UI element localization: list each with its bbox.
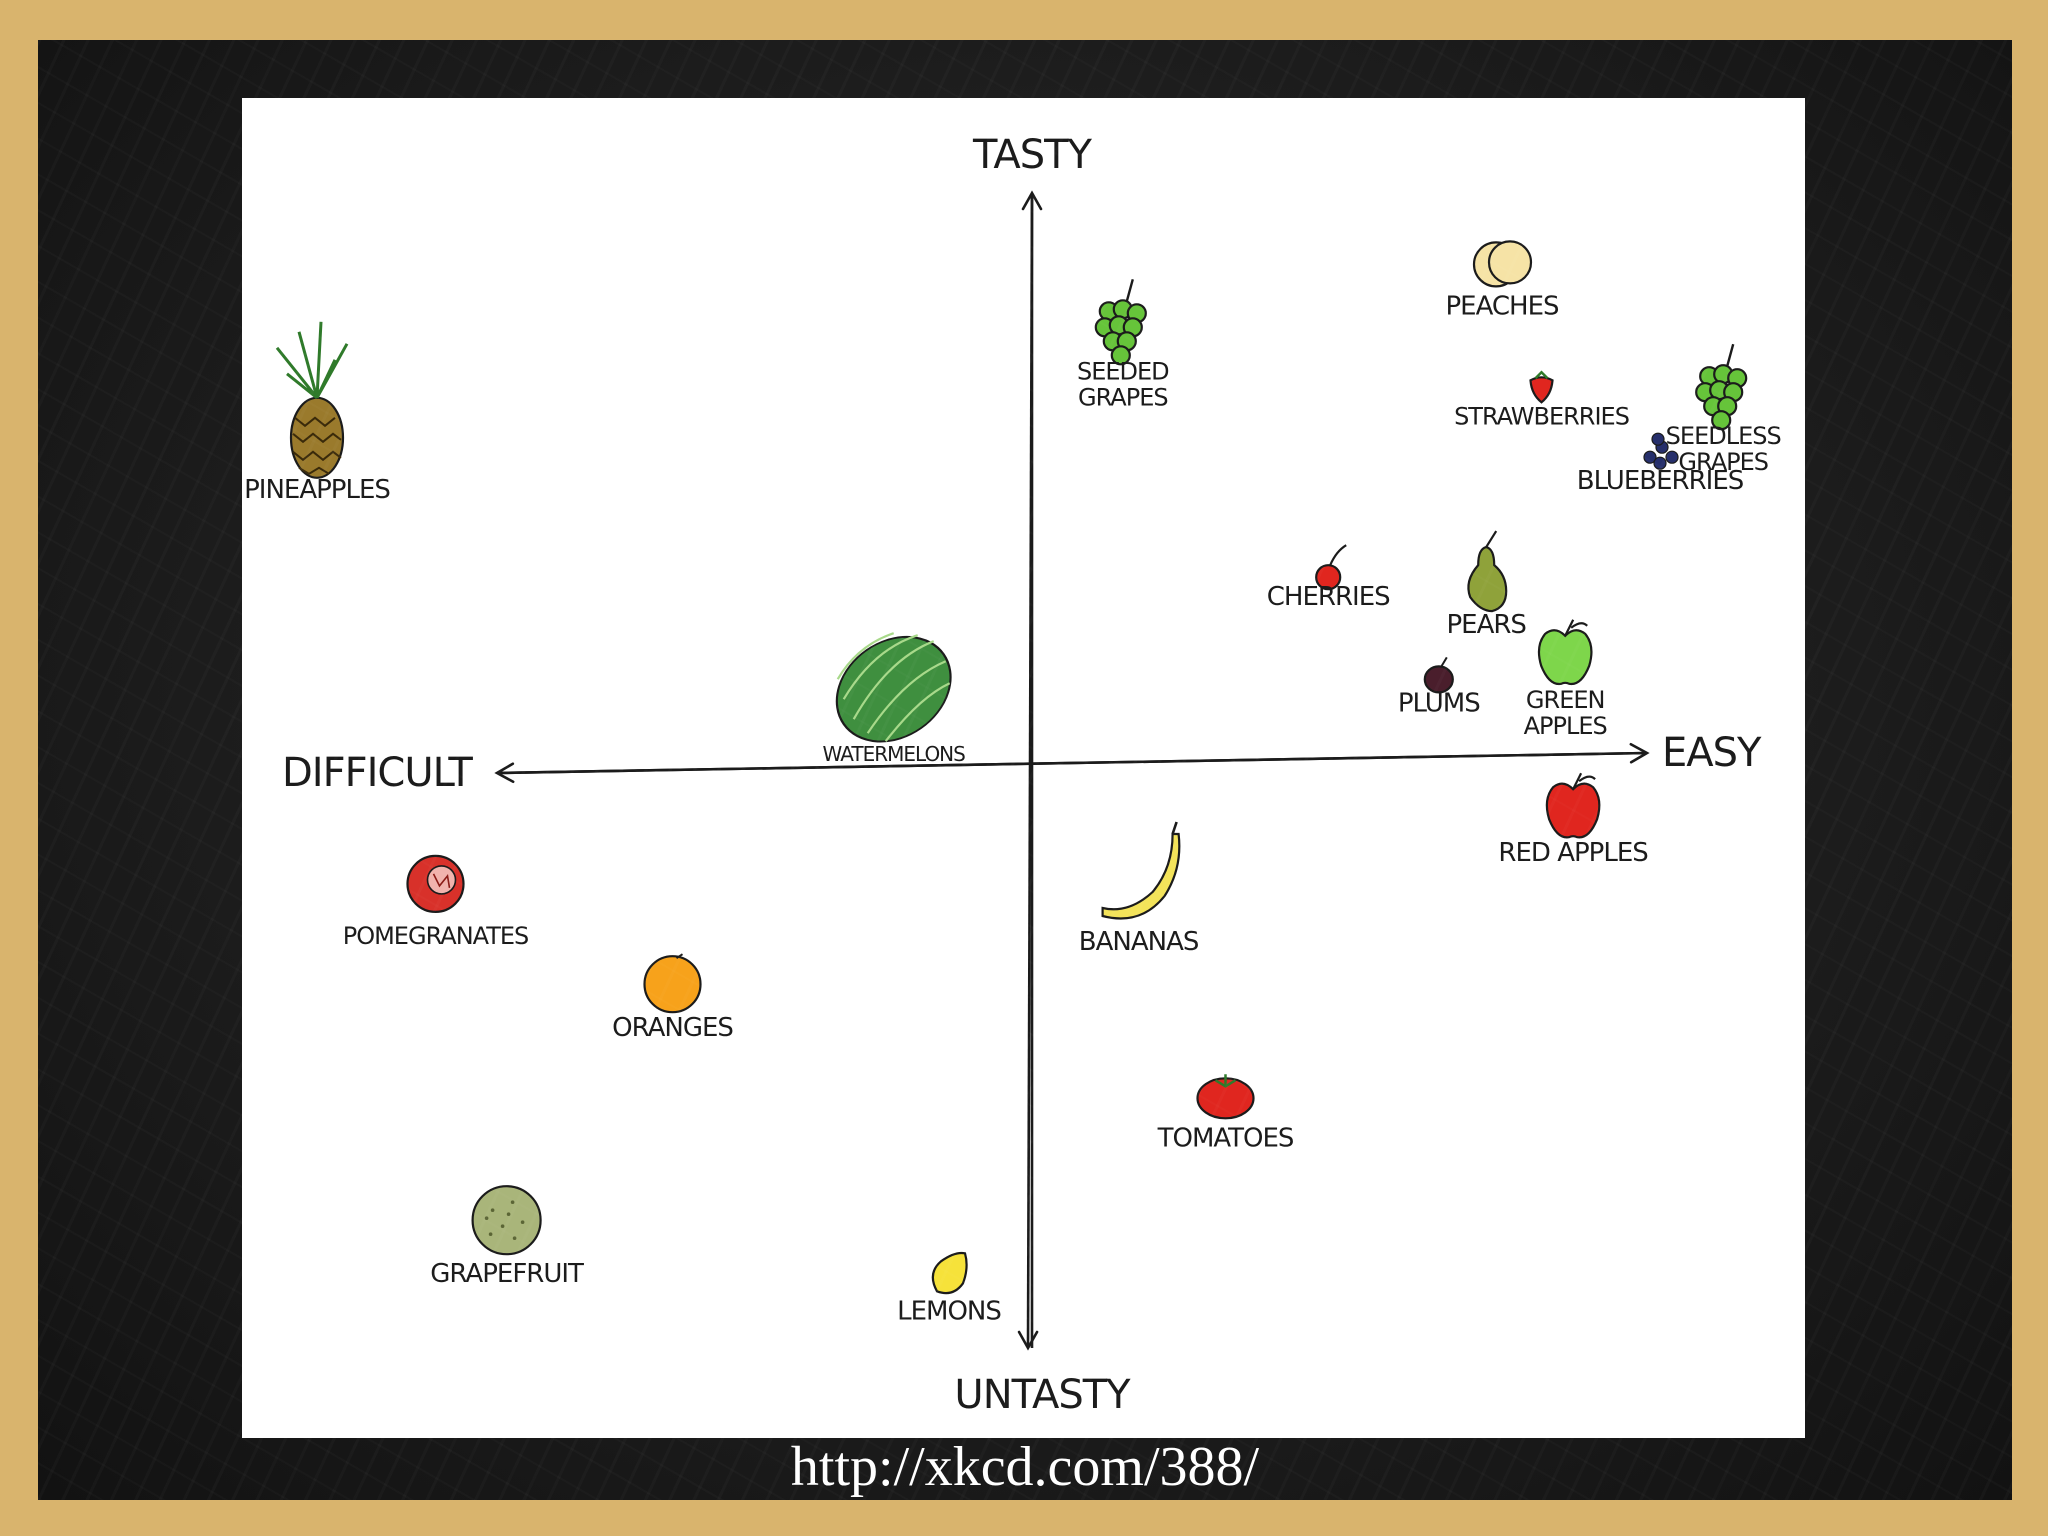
point-oranges: ORANGES [612,953,734,1043]
point-label: PEARS [1446,610,1526,640]
point-pineapples: PINEAPPLES [244,321,391,505]
pomegranate-icon [406,854,465,914]
point-label: PINEAPPLES [244,475,390,505]
apple-icon [1537,619,1593,686]
watermelon-icon [835,632,952,743]
tomato-icon [1196,1074,1255,1120]
point-label: CHERRIES [1267,582,1390,612]
point-red-apples: RED APPLES [1498,772,1649,868]
pear-icon [1467,530,1508,613]
peach-icon [1472,240,1533,288]
point-label: GRAPEFRUIT [430,1259,584,1289]
lemon-icon [931,1251,968,1295]
point-plums: PLUMS [1398,656,1481,718]
orange-icon [643,953,702,1014]
grapefruit-icon [471,1185,542,1256]
point-tomatoes: TOMATOES [1157,1074,1295,1153]
point-label: LEMONS [897,1296,1001,1326]
y-axis-negative [1017,192,1039,1351]
point-peaches: PEACHES [1445,240,1560,321]
axis-label-tasty: TASTY [972,132,1093,178]
apple-icon [1545,772,1601,839]
point-blueberries: BLUEBERRIES [1577,432,1745,496]
point-lemons: LEMONS [897,1251,1002,1326]
source-link[interactable]: http://xkcd.com/388/ [790,1436,1260,1498]
point-pomegranates: POMEGRANATES [343,854,529,950]
point-label: TOMATOES [1157,1123,1294,1153]
blueberries-icon [1643,432,1679,470]
point-label: PLUMS [1398,688,1480,718]
point-label: WATERMELONS [823,742,966,766]
point-bananas: BANANAS [1079,821,1200,957]
pineapple-icon [275,321,349,479]
axis-label-untasty: UNTASTY [954,1372,1131,1418]
grapes-icon [1094,278,1147,366]
axis-label-difficult: DIFFICULT [282,750,473,796]
point-label: BANANAS [1079,927,1199,957]
cherry-icon [1315,544,1347,591]
banana-icon [1101,821,1181,920]
point-label: POMEGRANATES [343,922,529,950]
point-cherries: CHERRIES [1267,544,1391,612]
point-strawberries: STRAWBERRIES [1454,370,1630,430]
point-watermelons: WATERMELONS [823,632,966,766]
point-label: STRAWBERRIES [1454,402,1629,430]
point-label: PEACHES [1445,291,1559,321]
point-pears: PEARS [1446,530,1527,640]
point-grapefruit: GRAPEFRUIT [430,1185,585,1289]
strawberry-icon [1529,370,1554,404]
point-label: BLUEBERRIES [1577,466,1744,496]
x-axis-negative [494,751,1648,784]
grapes-icon [1695,343,1748,431]
plum-icon [1423,656,1454,694]
point-label: RED APPLES [1498,838,1648,868]
point-label: ORANGES [612,1013,733,1043]
axis-label-easy: EASY [1662,730,1762,776]
